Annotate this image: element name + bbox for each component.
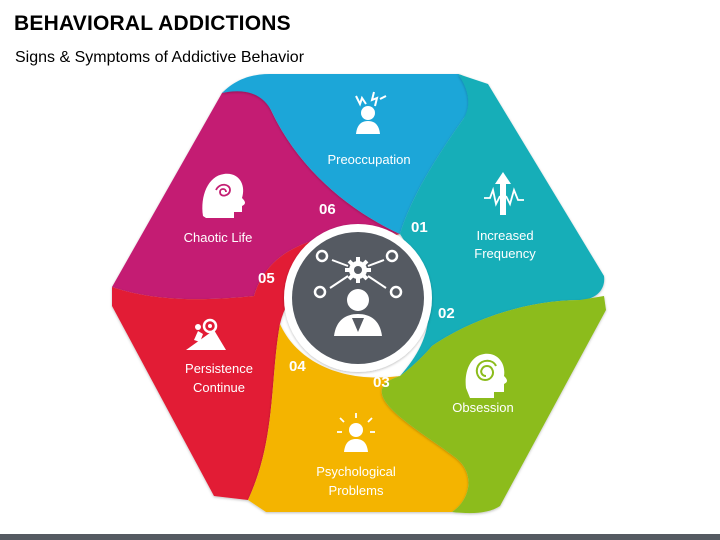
segment-03-obsession [381,296,606,514]
segment-number: 06 [319,201,336,218]
bottom-bar [0,534,720,540]
stressed-head-icon [355,91,387,134]
tangled-head-icon [202,173,245,218]
rising-wave-arrow-icon [484,172,524,215]
segment-label: Frequency [474,246,536,261]
segment-number: 03 [373,374,390,391]
segment-label: Psychological [316,464,396,479]
segment-05-persistence [112,232,400,500]
alarmed-person-icon [337,413,375,452]
segment-06-chaotic-life [112,84,400,300]
segment-label: Chaotic Life [184,230,253,245]
segment-label: Obsession [452,400,513,415]
person-thinking-gears-icon [313,249,403,336]
segment-04-psychological [248,324,469,512]
page-subtitle: Signs & Symptoms of Addictive Behavior [15,49,305,66]
segment-label: Problems [329,483,384,498]
segment-01-preoccupation [222,74,474,234]
segment-label: Persistence [185,361,253,376]
segment-02-increased-frequency [400,74,605,376]
page-title: BEHAVIORAL ADDICTIONS [14,12,291,35]
spiral-head-icon [465,353,507,398]
segment-number: 04 [289,358,306,375]
segment-number: 05 [258,270,275,287]
segment-label: Preoccupation [327,152,410,167]
segment-number: 02 [438,305,455,322]
segment-label: Increased [476,228,533,243]
segment-label: Continue [193,380,245,395]
segment-number: 01 [411,219,428,236]
uphill-push-icon [186,318,226,350]
